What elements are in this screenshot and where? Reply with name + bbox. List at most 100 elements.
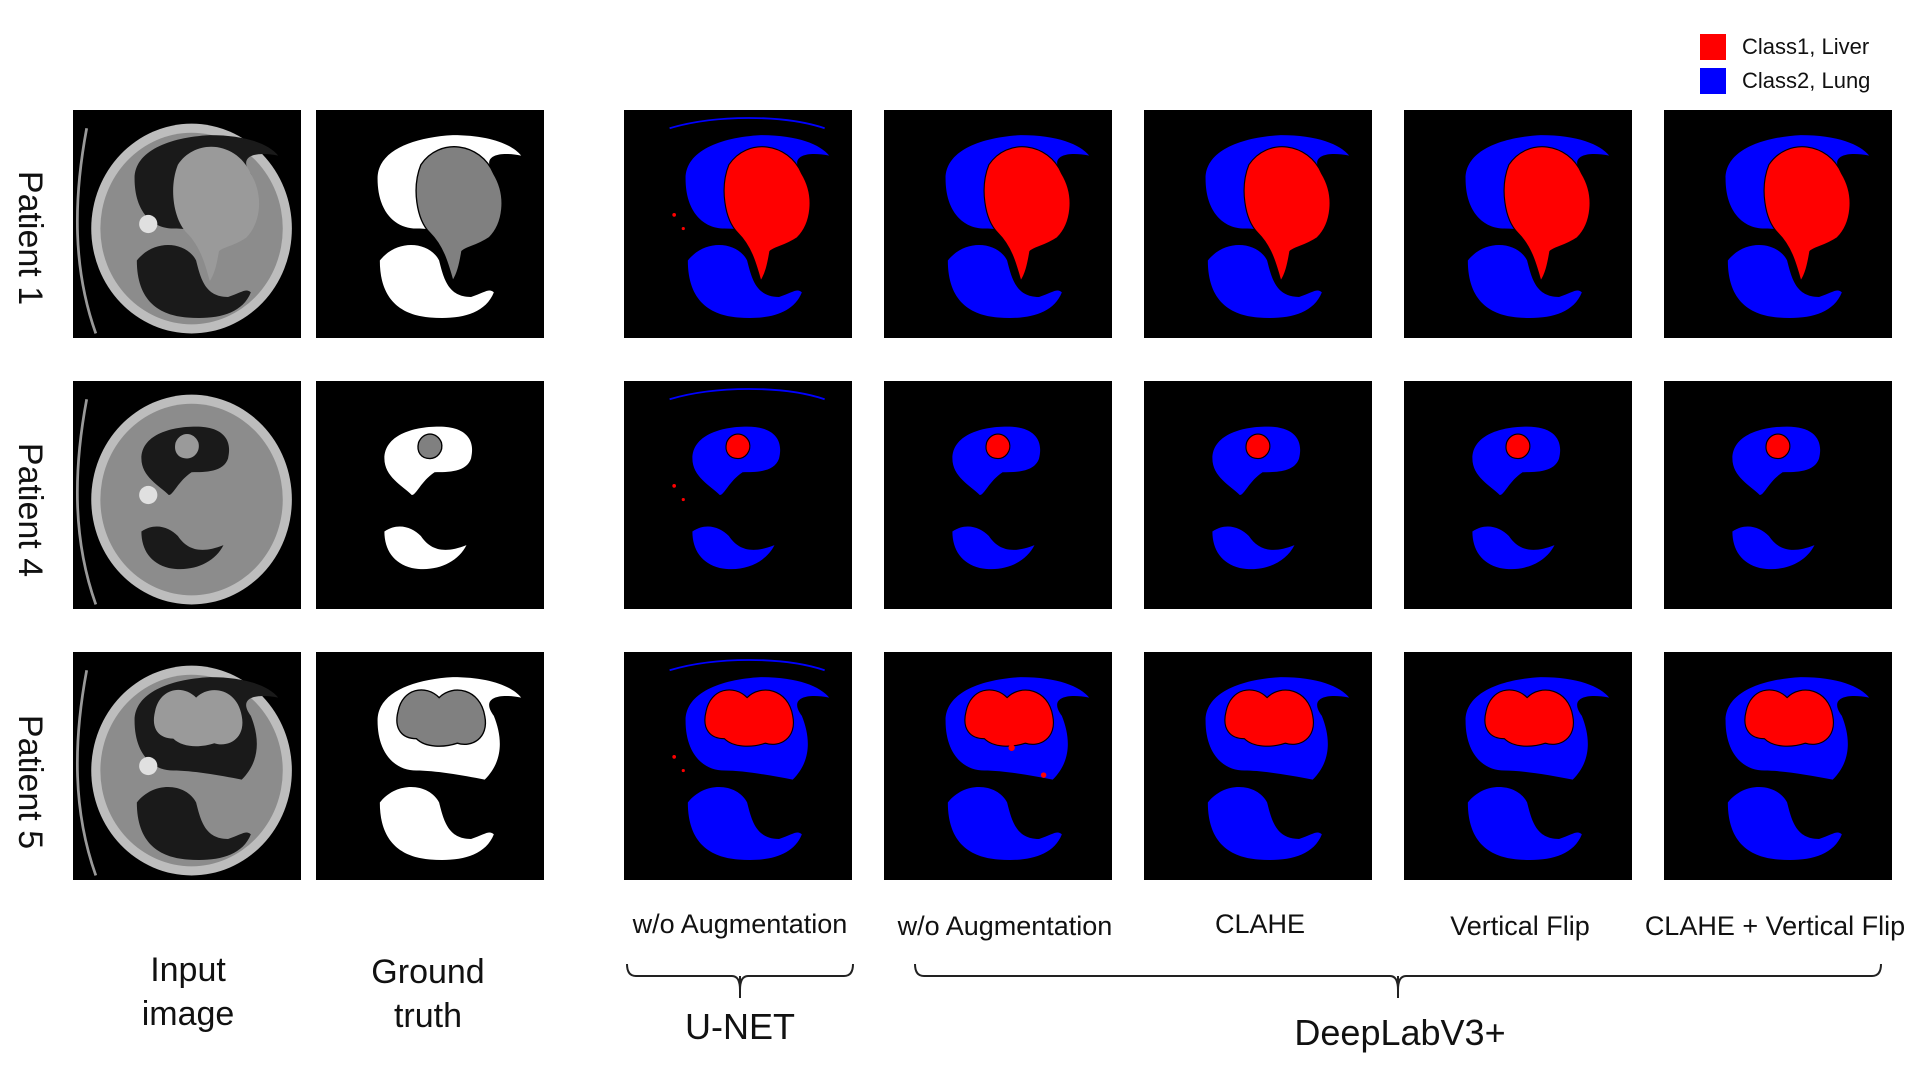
legend-item-lung: Class2, Lung bbox=[1700, 64, 1870, 98]
seg-lung-upper bbox=[1732, 426, 1821, 495]
seg-lung-lower bbox=[1207, 245, 1322, 319]
ct-liver bbox=[173, 146, 260, 281]
ct-scan-image bbox=[76, 123, 292, 334]
seg-liver bbox=[985, 433, 1011, 460]
seg-noise-speck bbox=[681, 226, 685, 231]
seg-lung-upper bbox=[1212, 426, 1301, 495]
seg-noise-arc bbox=[669, 117, 825, 130]
segmentation-mask bbox=[952, 426, 1041, 570]
seg-liver bbox=[983, 146, 1071, 283]
panel-row1-col5 bbox=[1144, 110, 1372, 338]
seg-lung-lower bbox=[1727, 245, 1842, 319]
ct-table-edge bbox=[76, 127, 98, 334]
group-label-unet: U-NET bbox=[685, 1006, 795, 1047]
seg-noise-speck bbox=[672, 213, 676, 217]
panel-row2-col6 bbox=[1404, 381, 1632, 609]
row-label-patient-5: Patient 5 bbox=[11, 714, 49, 850]
segmentation-mask bbox=[1205, 677, 1350, 861]
seg-liver bbox=[723, 146, 811, 283]
panel-row3-col4 bbox=[884, 652, 1112, 880]
panel-row1-col2 bbox=[316, 110, 544, 338]
seg-liver bbox=[704, 689, 794, 747]
segmentation-mask bbox=[669, 117, 830, 319]
legend-label-liver: Class1, Liver bbox=[1742, 34, 1870, 59]
seg-lung-upper bbox=[692, 426, 781, 495]
legend-label-lung: Class2, Lung bbox=[1742, 68, 1871, 93]
legend-item-liver: Class1, Liver bbox=[1700, 30, 1870, 64]
panel-row1-col6 bbox=[1404, 110, 1632, 338]
ct-lung-upper bbox=[141, 426, 230, 495]
segmentation-mask bbox=[1465, 135, 1610, 319]
segmentation-mask bbox=[1472, 426, 1561, 570]
seg-liver bbox=[1744, 689, 1834, 747]
ct-scan-image bbox=[76, 394, 292, 605]
ct-liver bbox=[153, 689, 243, 747]
gt-liver bbox=[415, 146, 503, 283]
ct-table-edge bbox=[76, 398, 98, 605]
seg-liver bbox=[1245, 433, 1271, 460]
seg-noise-speck bbox=[672, 484, 676, 488]
gt-lung-lower bbox=[384, 526, 467, 570]
seg-liver bbox=[1243, 146, 1331, 283]
seg-noise-speck bbox=[672, 755, 676, 759]
group-label-deeplabv3: DeepLabV3+ bbox=[1294, 1012, 1506, 1053]
segmentation-mask bbox=[945, 135, 1090, 319]
ct-table-edge bbox=[76, 669, 98, 876]
ground-truth-mask bbox=[384, 426, 473, 570]
seg-lung-lower bbox=[687, 245, 802, 319]
col-label-gt-line1: Ground bbox=[371, 953, 485, 991]
col-label-input-line2: image bbox=[141, 995, 235, 1033]
panel-row1-col7 bbox=[1664, 110, 1892, 338]
panel-row3-col5 bbox=[1144, 652, 1372, 880]
seg-liver bbox=[1484, 689, 1574, 747]
row-label-patient-4: Patient 4 bbox=[11, 442, 49, 578]
seg-lung-upper bbox=[952, 426, 1041, 495]
panel-row2-col4 bbox=[884, 381, 1112, 609]
segmentation-mask bbox=[1205, 135, 1350, 319]
panel-row1-col3 bbox=[624, 110, 852, 338]
seg-lung-lower bbox=[1212, 526, 1295, 570]
panel-row1-col4 bbox=[884, 110, 1112, 338]
seg-liver bbox=[1763, 146, 1851, 283]
seg-lung-lower bbox=[692, 526, 775, 570]
segmentation-mask bbox=[1725, 135, 1870, 319]
seg-noise-arc bbox=[669, 388, 825, 401]
seg-lung-lower bbox=[1207, 787, 1322, 861]
gt-lung-lower bbox=[379, 245, 494, 319]
seg-liver bbox=[1503, 146, 1591, 283]
col-label-vertical-flip: Vertical Flip bbox=[1450, 911, 1590, 941]
legend-swatch-liver bbox=[1700, 34, 1726, 60]
ct-liver bbox=[175, 434, 199, 459]
row-label-patient-1: Patient 1 bbox=[11, 170, 49, 306]
seg-false-positive bbox=[1040, 772, 1047, 778]
gt-liver bbox=[417, 433, 443, 460]
col-label-clahe: CLAHE bbox=[1214, 909, 1306, 939]
panel-row2-col2 bbox=[316, 381, 544, 609]
gt-liver bbox=[396, 689, 487, 747]
seg-noise-speck bbox=[681, 497, 685, 502]
segmentation-mask bbox=[669, 659, 830, 861]
col-label-unet-wo-aug: w/o Augmentation bbox=[632, 909, 848, 939]
seg-lung-lower bbox=[1467, 245, 1582, 319]
gt-lung-upper bbox=[384, 426, 473, 495]
ct-lung-lower bbox=[136, 245, 251, 319]
col-label-ground-truth: Ground truth bbox=[328, 950, 528, 1038]
col-label-input-image: Input image bbox=[88, 948, 288, 1036]
segmentation-mask bbox=[1465, 677, 1610, 861]
seg-lung-lower bbox=[1727, 787, 1842, 861]
gt-lung-lower bbox=[379, 787, 494, 861]
segmentation-mask bbox=[1732, 426, 1821, 570]
panel-row2-col3 bbox=[624, 381, 852, 609]
seg-lung-lower bbox=[1472, 526, 1555, 570]
seg-liver bbox=[1224, 689, 1314, 747]
seg-lung-lower bbox=[687, 787, 802, 861]
seg-noise-arc bbox=[669, 659, 825, 672]
panel-row1-col1 bbox=[73, 110, 301, 338]
ct-lung-lower bbox=[136, 787, 251, 861]
seg-lung-lower bbox=[947, 245, 1062, 319]
panel-row2-col5 bbox=[1144, 381, 1372, 609]
segmentation-mask bbox=[1725, 677, 1870, 861]
panel-row2-col1 bbox=[73, 381, 301, 609]
col-label-input-line1: Input bbox=[150, 951, 226, 989]
